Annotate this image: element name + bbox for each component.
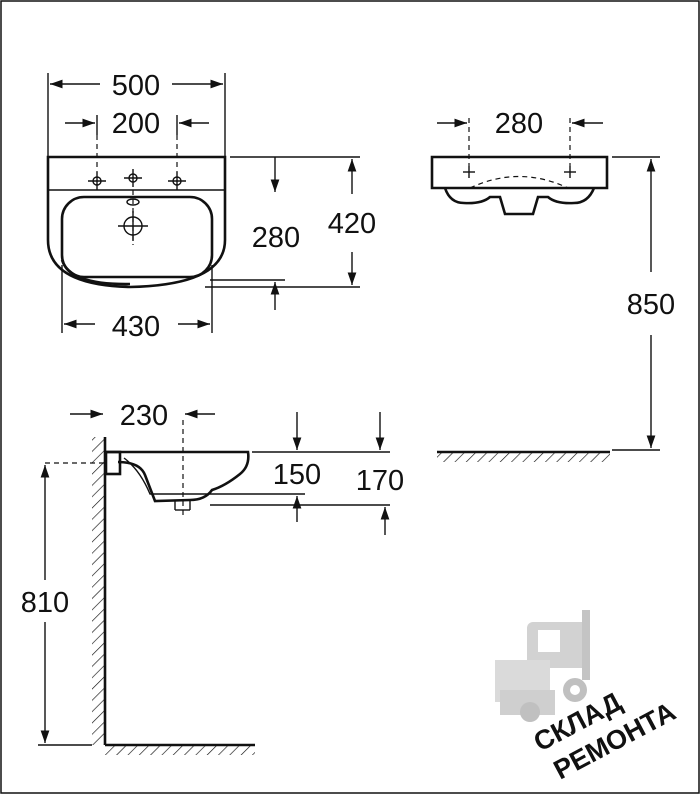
- dim-bottom-width: 430: [112, 311, 160, 343]
- top-view-outer-outline: [46, 155, 227, 289]
- tap-hole-right: [168, 172, 186, 190]
- dim-wall-to-waste: 230: [120, 400, 168, 432]
- side-view-profile: [106, 450, 250, 503]
- dim-bowl-depth: 150: [273, 459, 321, 491]
- forklift-icon: [495, 610, 590, 722]
- tap-hole-centre: [124, 169, 142, 187]
- front-view-rim: [430, 155, 609, 190]
- top-view: 500 200 280 420 430: [46, 70, 376, 343]
- dim-tap-spacing-top: 200: [112, 108, 160, 140]
- dim-overall-depth: 420: [328, 208, 376, 240]
- watermark: СКЛАД РЕМОНТА: [495, 610, 681, 785]
- dim-tap-spacing-front: 280: [495, 108, 543, 140]
- tap-hole-left: [88, 172, 106, 190]
- dim-basin-depth: 280: [252, 222, 300, 254]
- dim-install-height: 850: [627, 289, 675, 321]
- top-view-bowl: [60, 195, 214, 279]
- dim-overall-height: 170: [356, 465, 404, 497]
- side-view: 230 150 170 810: [21, 400, 404, 755]
- dim-floor-to-waste: 810: [21, 587, 69, 619]
- front-view: 280 850: [430, 108, 675, 462]
- dim-top-width: 500: [112, 70, 160, 102]
